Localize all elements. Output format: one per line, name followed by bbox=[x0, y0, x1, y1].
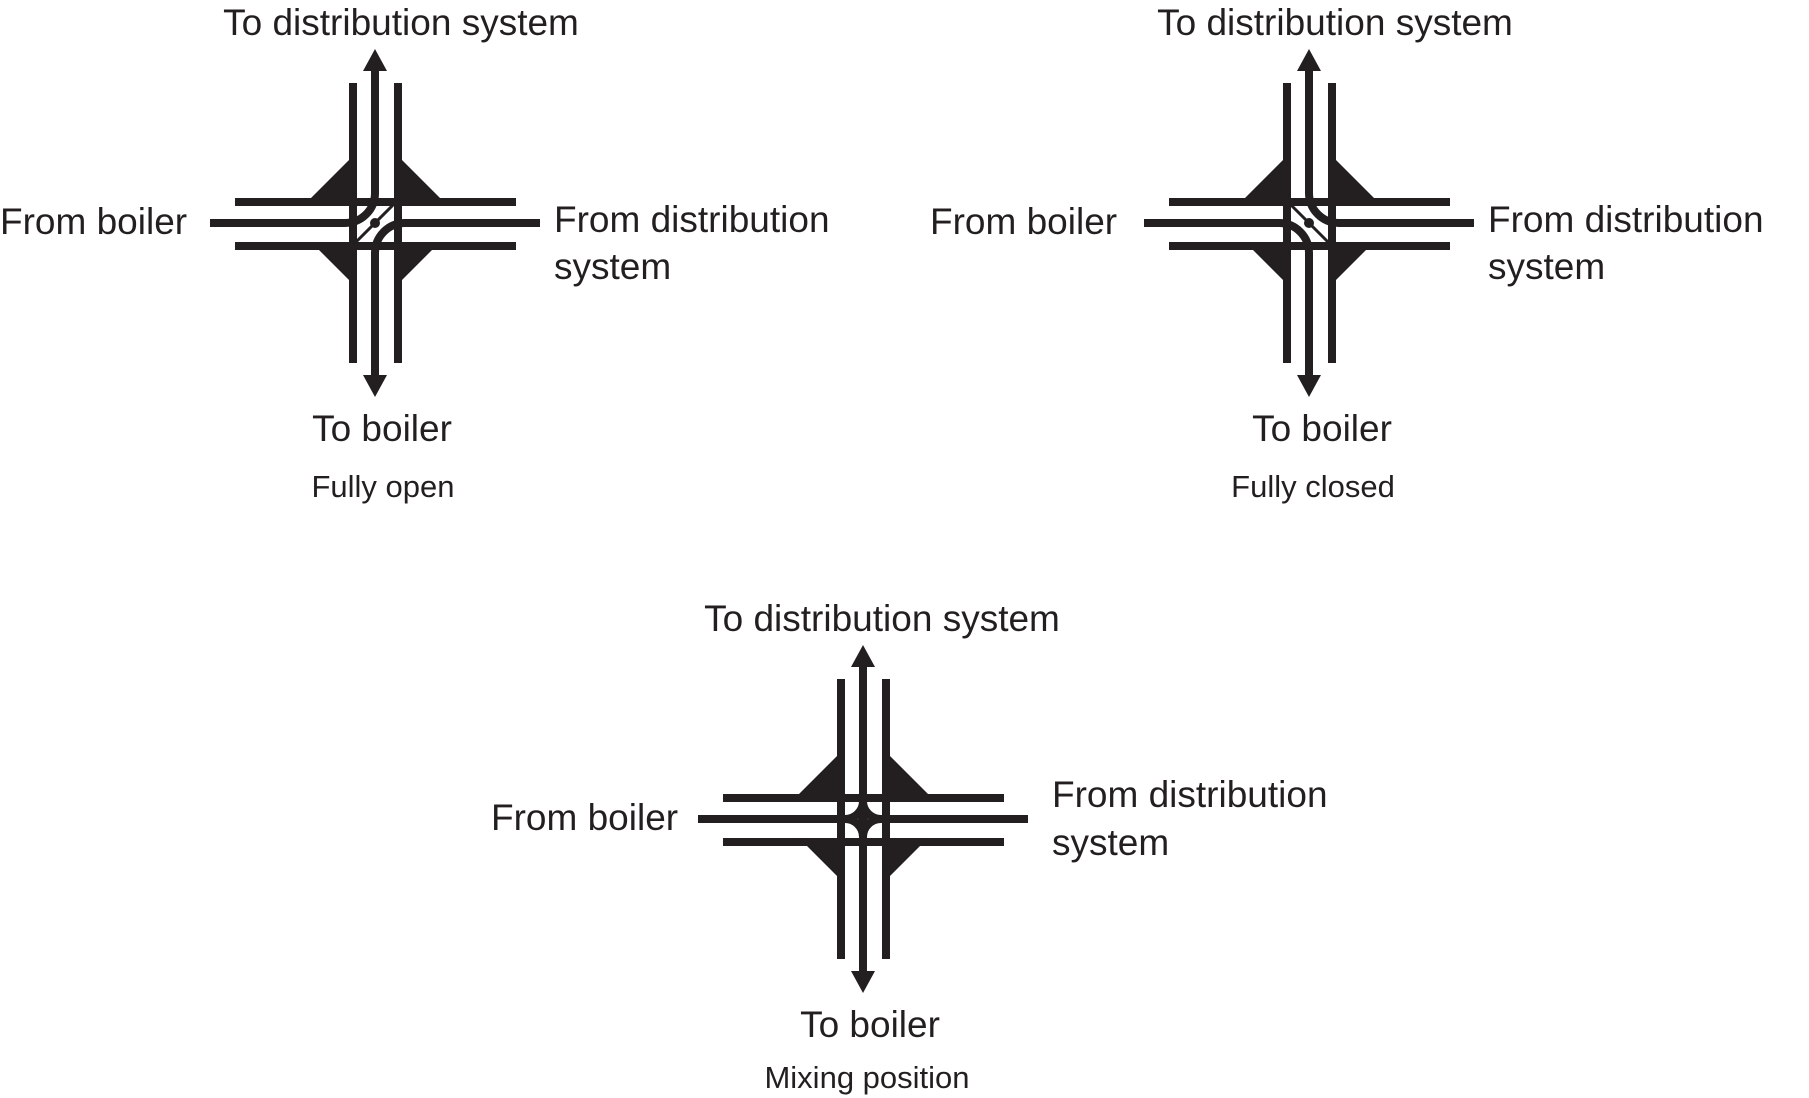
label-to-boiler: To boiler bbox=[1252, 408, 1392, 449]
label-from-distribution-line2: system bbox=[1488, 246, 1606, 287]
label-from-boiler: From boiler bbox=[0, 201, 188, 242]
valve-pivot bbox=[858, 814, 868, 824]
valve-fully-closed bbox=[1144, 49, 1474, 397]
label-to-boiler: To boiler bbox=[800, 1004, 940, 1045]
caption-fully-open: Fully open bbox=[311, 469, 455, 504]
label-from-distribution-line2: system bbox=[1052, 822, 1170, 863]
label-to-distribution: To distribution system bbox=[223, 2, 579, 43]
caption-fully-closed: Fully closed bbox=[1231, 469, 1395, 504]
valve-fully-open bbox=[210, 49, 540, 397]
valve-pivot bbox=[1304, 218, 1314, 228]
label-from-boiler: From boiler bbox=[930, 201, 1118, 242]
label-to-distribution: To distribution system bbox=[1157, 2, 1513, 43]
label-to-distribution: To distribution system bbox=[704, 598, 1060, 639]
valve-pivot bbox=[370, 218, 380, 228]
label-from-distribution: From distribution bbox=[1052, 774, 1328, 815]
caption-mixing-position: Mixing position bbox=[764, 1060, 970, 1095]
label-from-distribution: From distribution bbox=[1488, 199, 1764, 240]
label-from-distribution: From distribution bbox=[554, 199, 830, 240]
valve-mixing bbox=[698, 645, 1028, 993]
label-from-distribution-line2: system bbox=[554, 246, 672, 287]
label-to-boiler: To boiler bbox=[312, 408, 452, 449]
label-from-boiler: From boiler bbox=[491, 797, 679, 838]
